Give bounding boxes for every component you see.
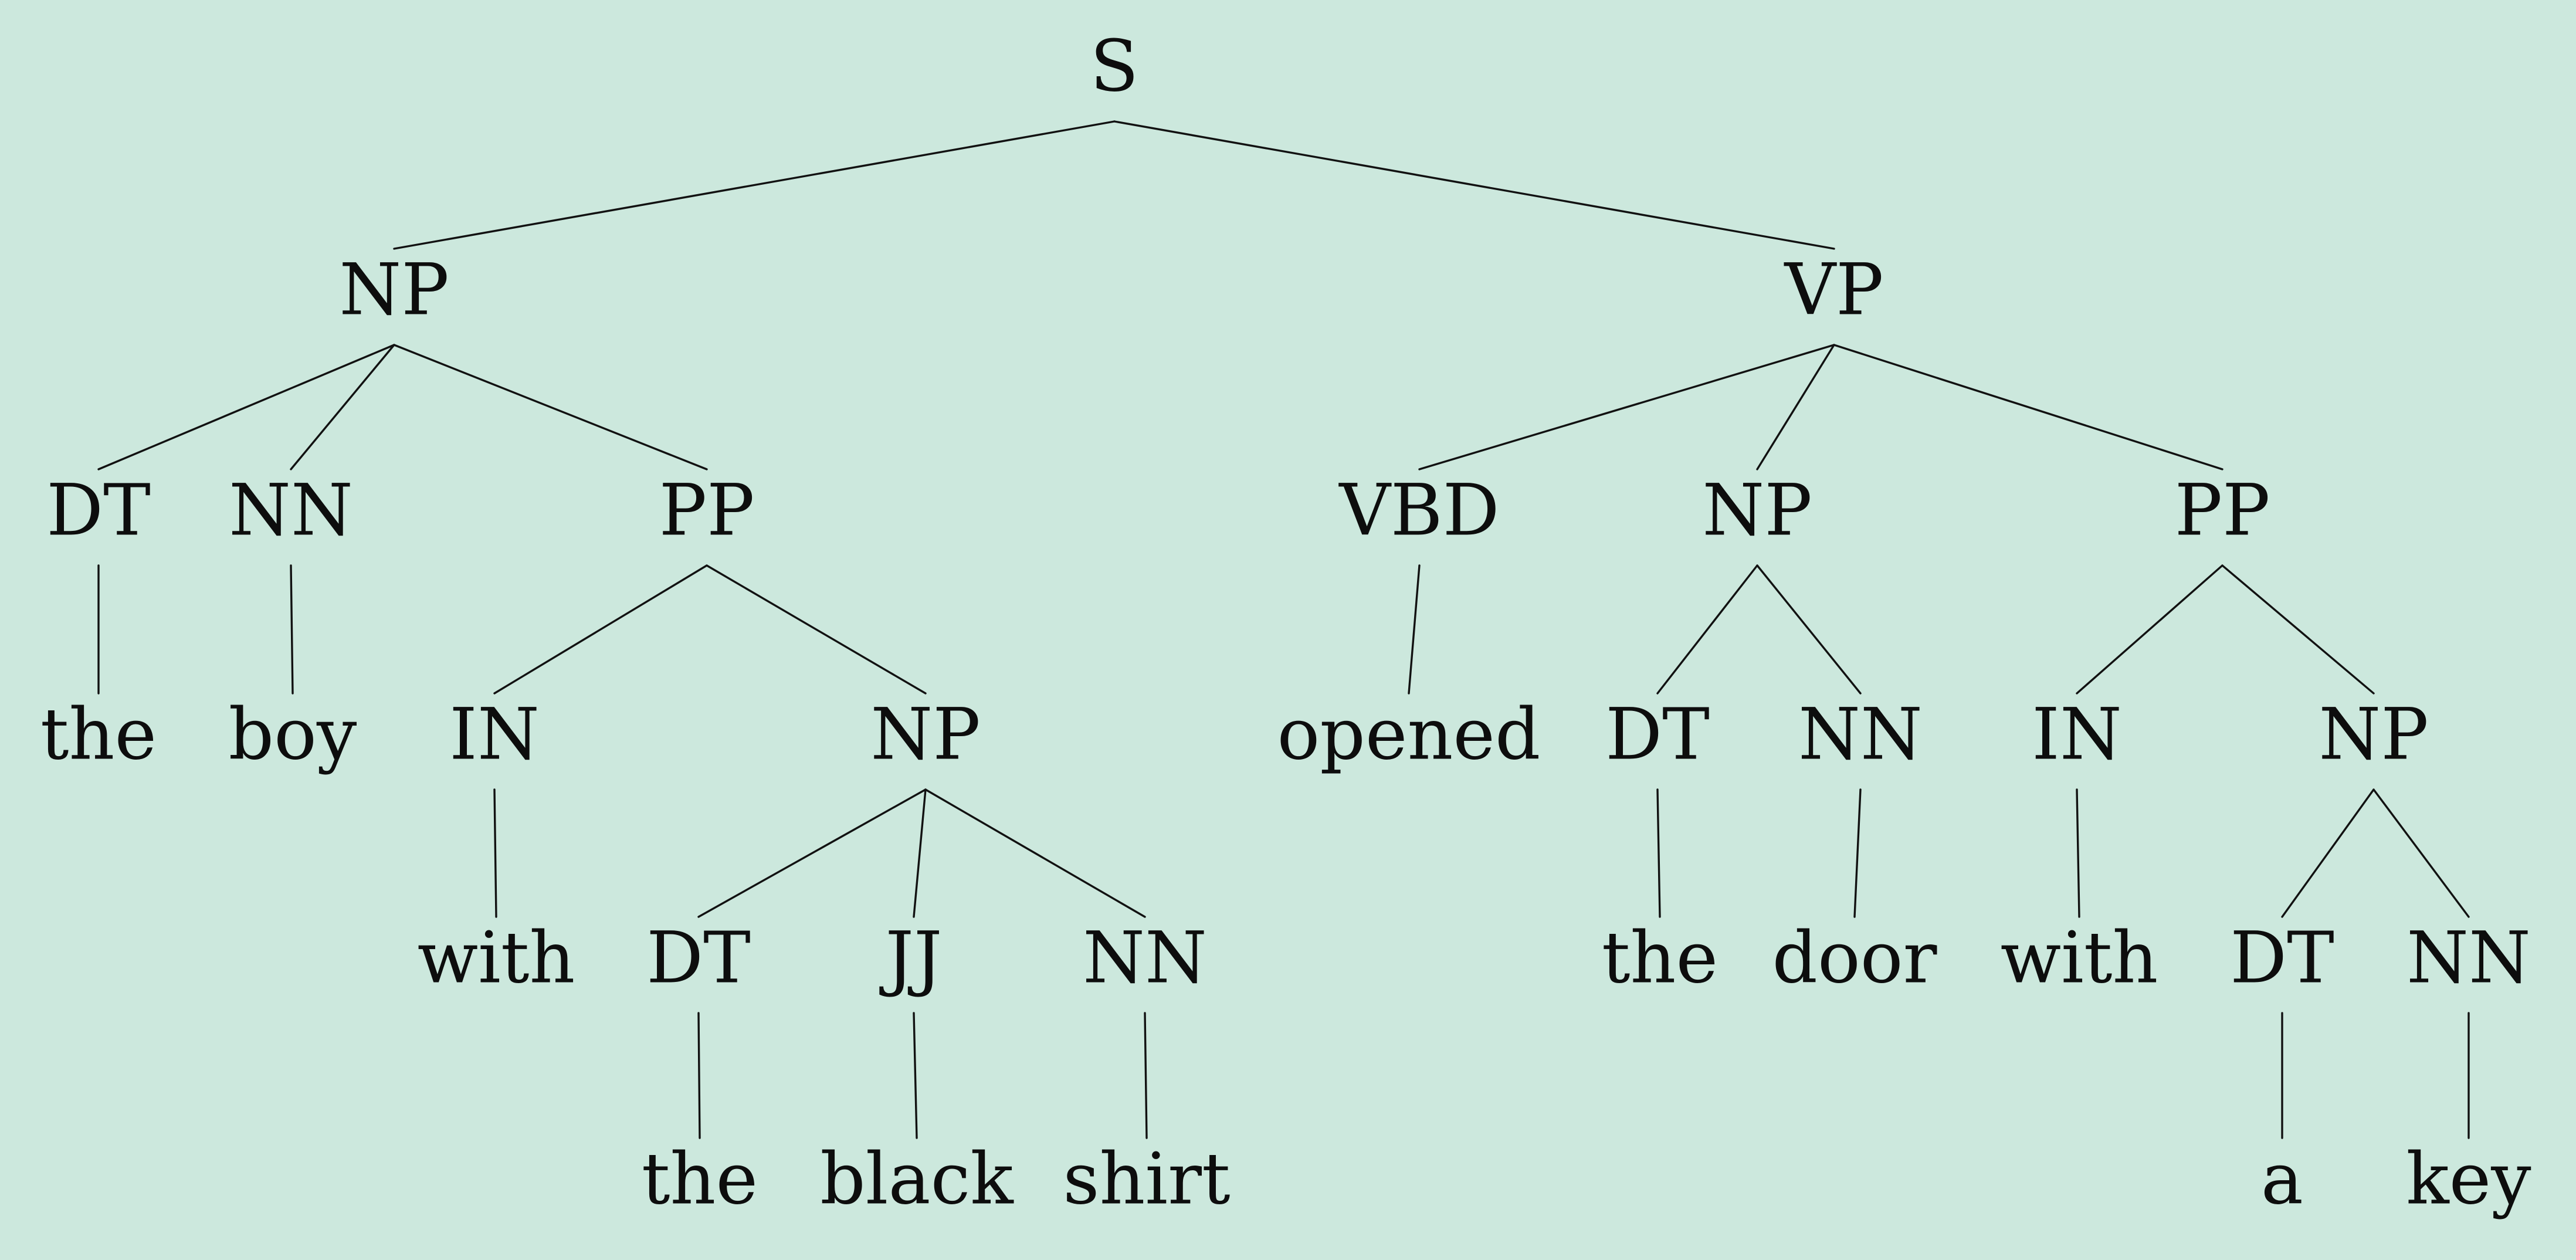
tree-edge-np3-nn3 xyxy=(1756,564,1862,695)
tag-np1: NP xyxy=(339,249,449,331)
tree-edge-s-vp xyxy=(1113,120,1835,250)
word-door: door xyxy=(1772,917,1937,1000)
tag-s: S xyxy=(1090,25,1139,108)
tag-nn2: NN xyxy=(1083,917,1207,1000)
tree-edge-np1-pp1 xyxy=(393,344,708,470)
tree-edge-nn2-w_shirt xyxy=(1144,1012,1148,1139)
tag-nn1: NN xyxy=(229,469,353,552)
tag-np4: NP xyxy=(2319,693,2428,776)
word-boy: boy xyxy=(229,693,357,776)
tag-in2: IN xyxy=(2032,693,2122,776)
word-with1: with xyxy=(418,917,575,1000)
tree-edges xyxy=(97,120,2470,1139)
tree-edge-pp1-np2 xyxy=(706,564,927,695)
tag-dt4: DT xyxy=(2230,917,2334,1000)
tag-vp: VP xyxy=(1784,249,1884,331)
tree-edge-vp-pp2 xyxy=(1833,344,2224,470)
tag-np2: NP xyxy=(870,693,980,776)
tree-edge-np4-nn4 xyxy=(2372,788,2470,918)
tree-edge-dt2-w_the2 xyxy=(697,1012,701,1139)
tree-edge-pp2-np4 xyxy=(2221,564,2375,695)
tree-edge-np2-dt2 xyxy=(697,788,927,918)
word-the3: the xyxy=(1602,917,1718,1000)
tag-nn3: NN xyxy=(1798,693,1923,776)
tag-jj: JJ xyxy=(879,917,942,1000)
tree-edge-jj-w_black xyxy=(913,1012,918,1139)
tag-nn4: NN xyxy=(2406,917,2531,1000)
tag-dt3: DT xyxy=(1605,693,1710,776)
tree-edge-vbd-w_opened xyxy=(1408,564,1421,695)
tree-edge-in2-w_with2 xyxy=(2076,788,2080,918)
tag-vbd: VBD xyxy=(1338,469,1499,552)
word-the1: the xyxy=(40,693,157,776)
tree-edge-np4-dt4 xyxy=(2281,788,2375,918)
tree-edge-np2-jj xyxy=(913,788,927,918)
tree-edge-np2-nn2 xyxy=(924,788,1146,918)
tree-edge-vp-np3 xyxy=(1756,344,1835,470)
tree-edge-in1-w_with1 xyxy=(493,788,497,918)
word-key: key xyxy=(2406,1138,2531,1221)
word-with2: with xyxy=(2001,917,2158,1000)
tree-edge-np1-dt1 xyxy=(97,344,395,470)
tree-edge-dt3-w_the3 xyxy=(1656,788,1661,918)
tree-edge-s-np1 xyxy=(393,120,1116,250)
tree-edge-vp-vbd xyxy=(1418,344,1835,470)
tag-dt2: DT xyxy=(646,917,751,1000)
word-the2: the xyxy=(642,1138,758,1221)
tree-edge-pp1-in1 xyxy=(493,564,708,695)
tag-dt1: DT xyxy=(46,469,151,552)
tree-edge-np3-dt3 xyxy=(1656,564,1758,695)
tree-edge-nn1-w_boy xyxy=(290,564,294,695)
tag-np3: NP xyxy=(1702,469,1812,552)
word-opened: opened xyxy=(1277,693,1541,776)
tree-edge-np1-nn1 xyxy=(290,344,395,470)
tag-in1: IN xyxy=(449,693,540,776)
word-a: a xyxy=(2261,1138,2303,1221)
tag-pp2: PP xyxy=(2175,469,2270,552)
tree-edge-nn3-w_door xyxy=(1853,788,1862,918)
tag-pp1: PP xyxy=(659,469,755,552)
word-shirt: shirt xyxy=(1063,1138,1230,1221)
word-black: black xyxy=(820,1138,1014,1221)
tree-edge-pp2-in2 xyxy=(2076,564,2224,695)
